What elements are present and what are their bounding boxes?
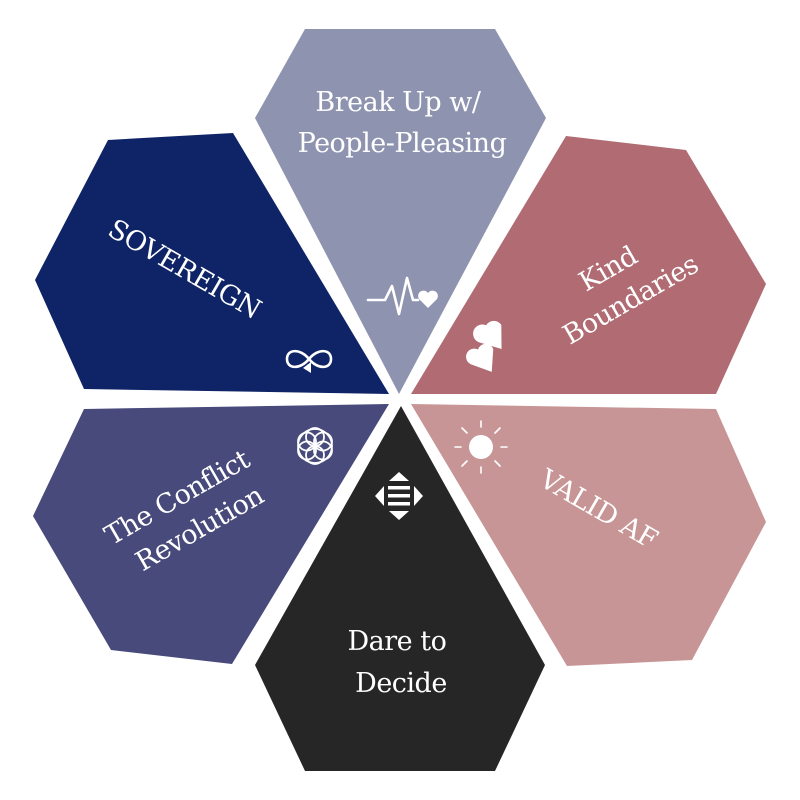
petal-kind-boundaries: Kind Boundaries [411,136,766,394]
petal-people-pleasing: Break Up w/ People-Pleasing [255,29,546,394]
petal-dare-to-decide-shape [255,406,545,771]
petal-valid-af-shape [411,404,766,666]
petal-sovereign: SOVEREIGN [35,133,389,394]
petal-valid-af: VALID AF [411,404,766,666]
flower-of-life-icon [297,427,333,465]
sun-icon [454,420,508,474]
petal-dare-to-decide: Dare to Decide [255,406,545,771]
arrows-icon [375,472,423,520]
petal-conflict-revolution: The Conflict Revolution [33,404,389,664]
infinity-icon [285,349,333,373]
petal-dare-to-decide-label: Dare to Decide [348,626,455,699]
hearts-icon [466,320,502,372]
petal-sovereign-shape [35,133,389,394]
heartbeat-icon [366,276,438,316]
petal-conflict-revolution-shape [33,404,389,664]
petal-people-pleasing-shape [255,29,546,394]
petal-people-pleasing-label: Break Up w/ People-Pleasing [298,87,507,159]
